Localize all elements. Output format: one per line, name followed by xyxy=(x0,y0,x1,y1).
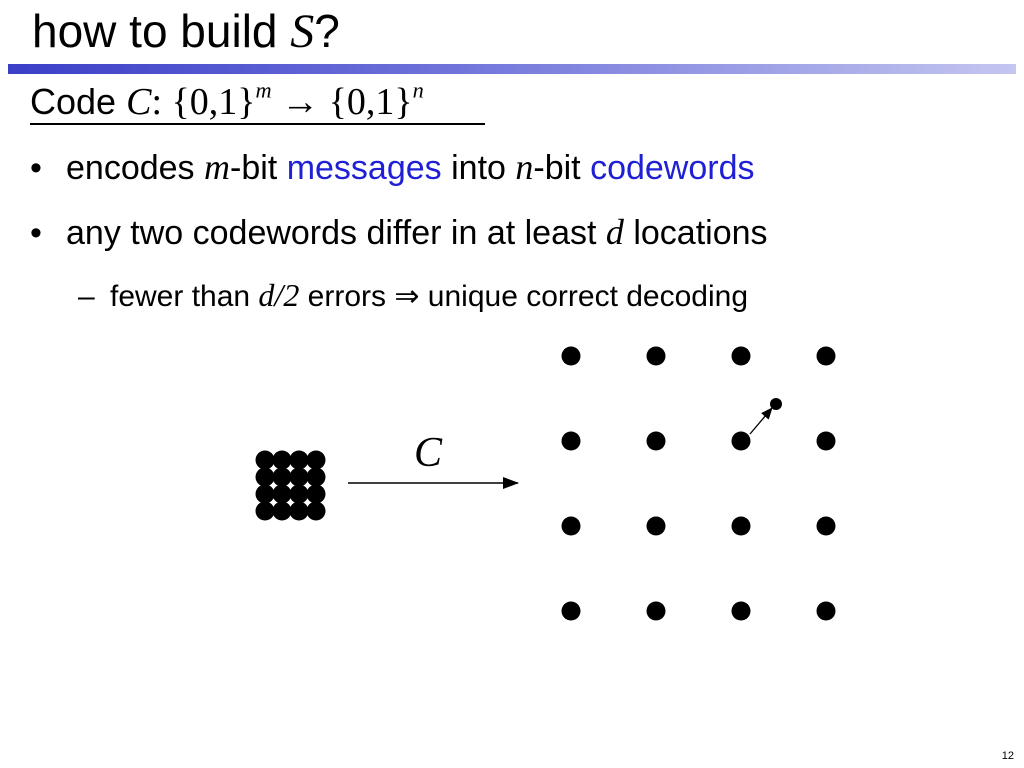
codeword-dot xyxy=(646,431,666,451)
bullet-marker: • xyxy=(30,214,42,252)
message-dot xyxy=(255,484,275,504)
codeword-dot xyxy=(731,516,751,536)
codeword-dot xyxy=(816,431,836,451)
code-underline xyxy=(30,123,485,125)
message-dot xyxy=(306,484,326,504)
codeword-dot xyxy=(561,346,581,366)
bullet-encodes: •encodes m-bit messages into n-bit codew… xyxy=(30,146,754,189)
sub-bullet-marker: – xyxy=(78,280,95,313)
codewords-term: codewords xyxy=(590,149,755,187)
code-range: → {0,1} xyxy=(271,81,413,123)
bullet1-text4: -bit xyxy=(533,149,591,187)
sub-text1: fewer than xyxy=(110,280,259,313)
sub-bullet-decoding: –fewer than d/2 errors ⇒ unique correct … xyxy=(78,276,748,315)
sub-math-d-half: d/2 xyxy=(258,277,300,313)
message-dot xyxy=(255,501,275,521)
bullet1-text1: encodes xyxy=(66,149,204,187)
codeword-dot xyxy=(561,516,581,536)
codeword-dot xyxy=(731,346,751,366)
message-dot xyxy=(289,484,309,504)
code-exponent-m: m xyxy=(255,77,272,103)
message-dot-grid xyxy=(255,450,326,521)
sub-text2: errors xyxy=(299,280,395,313)
message-dot xyxy=(255,450,275,470)
title-suffix: ? xyxy=(314,5,340,57)
bullet1-text3: into xyxy=(441,149,516,187)
slide-title: how to build S? xyxy=(32,4,340,59)
page-number: 12 xyxy=(1001,750,1014,762)
codeword-dot xyxy=(816,346,836,366)
codeword-dot xyxy=(816,601,836,621)
corrupted-word-dot xyxy=(770,398,782,410)
codeword-dot xyxy=(646,346,666,366)
codeword-dot xyxy=(731,431,751,451)
implies-symbol: ⇒ xyxy=(394,280,420,313)
error-arrow xyxy=(749,407,773,435)
encode-arrow-label: C xyxy=(414,430,443,476)
message-dot xyxy=(306,450,326,470)
codeword-dot-grid xyxy=(561,346,836,621)
bullet-distance: •any two codewords differ in at least d … xyxy=(30,211,768,254)
title-variable: S xyxy=(290,5,315,58)
code-domain: : {0,1} xyxy=(151,81,256,123)
message-dot xyxy=(272,484,292,504)
codeword-dot xyxy=(731,601,751,621)
sub-text3: unique correct decoding xyxy=(419,280,749,313)
bullet1-var-m: m xyxy=(204,147,230,187)
bullet1-text2: -bit xyxy=(230,149,287,187)
title-divider xyxy=(8,64,1016,74)
bullet-marker: • xyxy=(30,149,42,187)
codeword-dot xyxy=(561,601,581,621)
messages-term: messages xyxy=(286,149,442,187)
codeword-dot xyxy=(561,431,581,451)
codeword-dot xyxy=(646,516,666,536)
bullet2-text1: any two codewords differ in at least xyxy=(66,214,606,252)
message-dot xyxy=(289,450,309,470)
message-dot xyxy=(289,467,309,487)
codeword-dot xyxy=(646,601,666,621)
code-word: Code xyxy=(30,81,127,122)
message-dot xyxy=(255,467,275,487)
title-prefix: how to build xyxy=(32,5,291,57)
code-symbol: C xyxy=(126,81,152,123)
message-dot xyxy=(272,467,292,487)
code-exponent-n: n xyxy=(412,77,424,103)
bullet1-var-n: n xyxy=(515,147,534,187)
bullet2-text2: locations xyxy=(623,214,768,252)
message-dot xyxy=(306,467,326,487)
message-dot xyxy=(289,501,309,521)
message-dot xyxy=(272,450,292,470)
bullet2-var-d: d xyxy=(605,212,624,252)
codeword-dot xyxy=(816,516,836,536)
code-definition: Code C: {0,1}m → {0,1}n xyxy=(30,77,424,126)
message-dot xyxy=(272,501,292,521)
message-dot xyxy=(306,501,326,521)
